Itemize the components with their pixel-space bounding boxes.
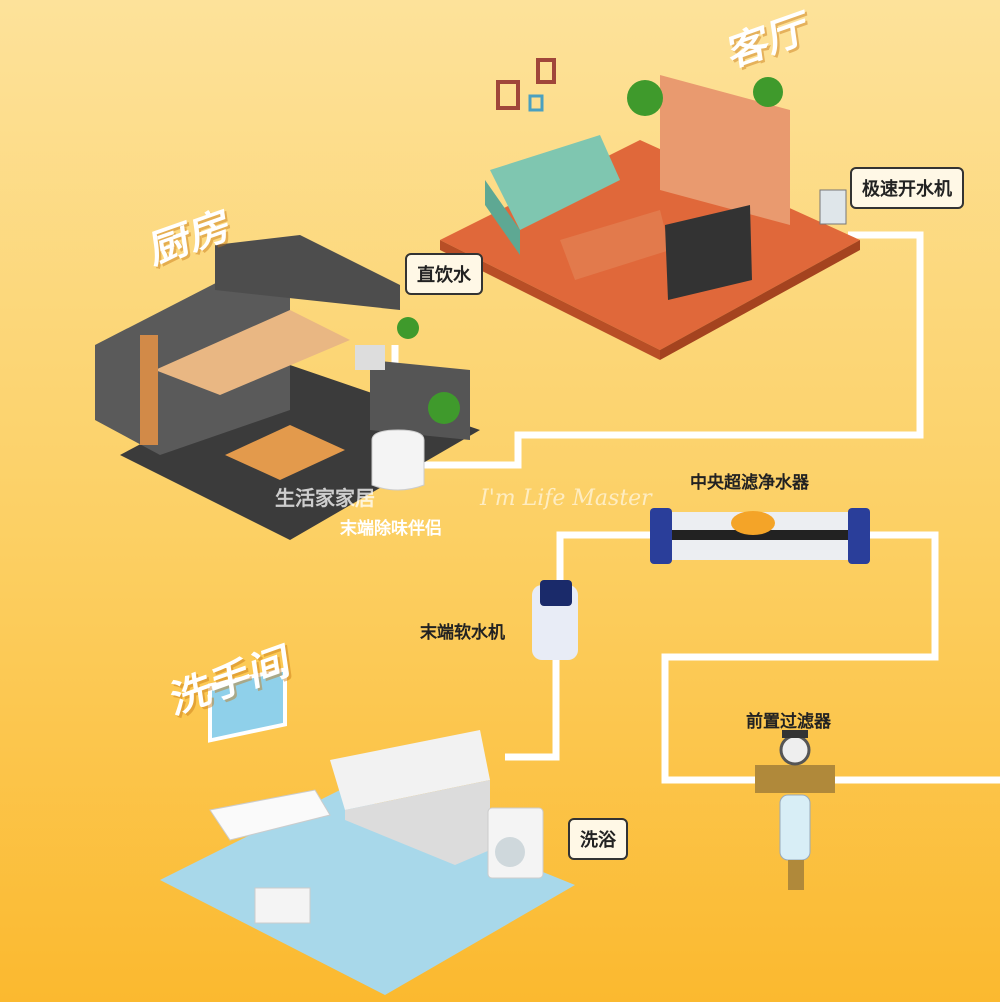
label-central-filter: 中央超滤净水器 — [690, 473, 809, 493]
watermark-brand: 生活家家居 — [275, 486, 375, 510]
label-kettle: 极速开水机 — [850, 167, 964, 209]
label-shower: 洗浴 — [568, 818, 628, 860]
central-filter-illustration — [650, 508, 870, 564]
label-softener: 末端软水机 — [420, 623, 505, 643]
label-deodorizer: 末端除味伴侣 — [340, 519, 442, 539]
label-prefilter: 前置过滤器 — [746, 712, 831, 732]
label-direct-drink: 直饮水 — [405, 253, 483, 295]
watermark-slogan: I'm Life Master — [480, 486, 652, 511]
bathroom-illustration — [160, 666, 575, 995]
living-room-illustration — [440, 58, 860, 360]
water-softener-illustration — [532, 580, 578, 660]
water-pipes — [391, 231, 1000, 784]
prefilter-illustration — [755, 730, 835, 890]
kitchen-illustration — [95, 235, 480, 540]
